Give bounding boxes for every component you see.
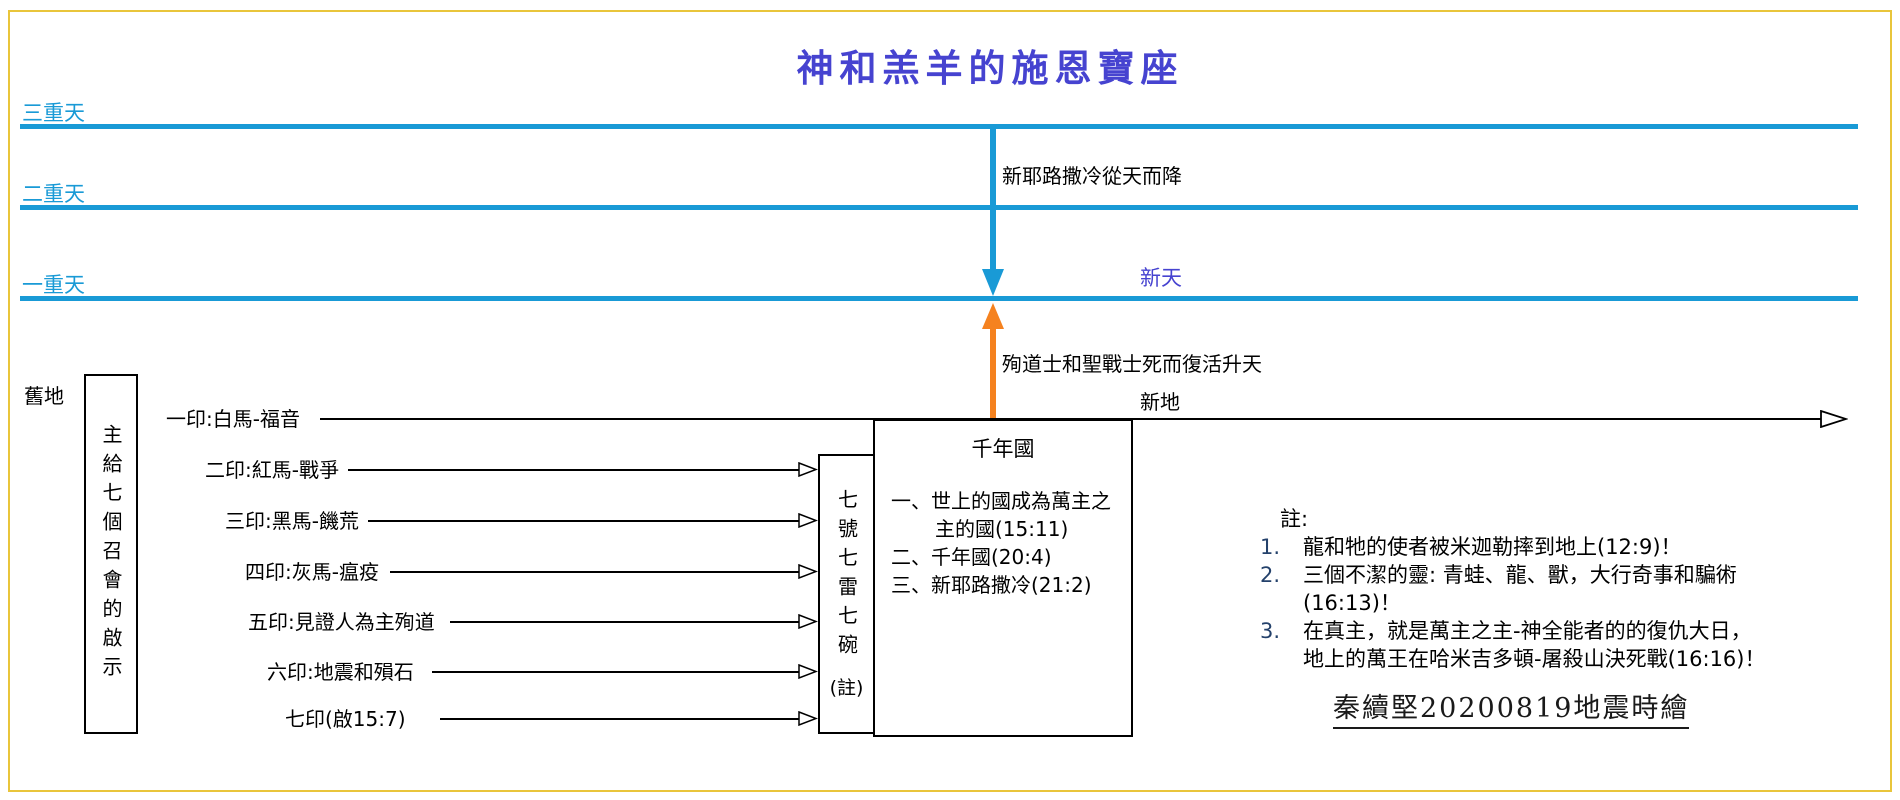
ascension-caption: 殉道士和聖戰士死而復活升天 — [1002, 352, 1262, 376]
descent-caption: 新耶路撒冷從天而降 — [1002, 164, 1182, 188]
notes-heading: 註: — [1280, 507, 1309, 531]
author-signature: 秦續堅20200819地震時繪 — [1333, 686, 1690, 729]
label-second-heaven: 二重天 — [22, 182, 85, 206]
line-first-heaven — [20, 296, 1858, 301]
trumpets-bowls-text: 七號七雷七碗 — [834, 488, 859, 663]
note-text: (16:13)！ — [1303, 591, 1401, 615]
ascension-arrow-stem — [990, 329, 996, 419]
seal-6-arrow-icon — [798, 664, 818, 679]
millennium-list: 一、世上的國成為萬主之 主的國(15:11) 二、千年國(20:4) 三、新耶路… — [891, 487, 1111, 599]
seal-6-line — [432, 671, 799, 673]
seal-5-label: 五印:見證人為主殉道 — [248, 610, 435, 634]
timeline-arrow-head-icon — [1820, 410, 1848, 428]
seal-5-arrow-icon — [798, 614, 818, 629]
millennium-item: 三、新耶路撒冷(21:2) — [891, 573, 1092, 597]
seven-churches-box: 主給七個召會的啟示 — [84, 374, 138, 734]
seal-7-line — [440, 718, 799, 720]
seven-churches-text: 主給七個召會的啟示 — [99, 423, 123, 685]
seal-4-line — [390, 571, 799, 573]
seal-5-line — [450, 621, 799, 623]
label-first-heaven: 一重天 — [22, 273, 85, 297]
old-earth-label: 舊地 — [24, 384, 64, 408]
millennium-item: 二、千年國(20:4) — [891, 545, 1052, 569]
seal-2-arrow-icon — [798, 462, 818, 477]
line-second-heaven — [20, 205, 1858, 210]
new-earth-label: 新地 — [1140, 390, 1180, 414]
seal-4-label: 四印:灰馬-瘟疫 — [245, 560, 379, 584]
new-heaven-label: 新天 — [1140, 266, 1182, 290]
note-number: 1. — [1260, 535, 1281, 559]
seal-7-arrow-icon — [798, 711, 818, 726]
note-text: 在真主，就是萬主之主-神全能者的的復仇大日， — [1303, 619, 1752, 643]
seal-7-label: 七印(啟15:7) — [285, 707, 406, 731]
millennium-item: 主的國(15:11) — [935, 517, 1069, 541]
gold-frame-border — [8, 10, 1892, 792]
seal-2-line — [348, 469, 799, 471]
seal-4-arrow-icon — [798, 564, 818, 579]
note-text: 地上的萬王在哈米吉多頓-屠殺山決死戰(16:16)！ — [1303, 647, 1766, 671]
note-number: 3. — [1260, 619, 1281, 643]
seal-2-label: 二印:紅馬-戰爭 — [205, 458, 339, 482]
seal-6-label: 六印:地震和殞石 — [267, 660, 414, 684]
seal-3-arrow-icon — [798, 513, 818, 528]
seal-3-line — [368, 520, 799, 522]
note-text: 龍和牠的使者被米迦勒摔到地上(12:9)！ — [1303, 535, 1682, 559]
descent-arrow-stem — [990, 129, 996, 270]
label-third-heaven: 三重天 — [22, 101, 85, 125]
trumpets-bowls-box: 七號七雷七碗 (註) — [818, 454, 875, 734]
note-number: 2. — [1260, 563, 1281, 587]
ascension-arrow-head-icon — [982, 303, 1004, 329]
seal-1-label: 一印:白馬-福音 — [166, 407, 300, 431]
millennium-title: 千年國 — [971, 437, 1035, 461]
line-third-heaven — [20, 124, 1858, 129]
seal-3-label: 三印:黑馬-饑荒 — [225, 509, 359, 533]
page-title: 神和羔羊的施恩寶座 — [796, 46, 1184, 90]
millennium-item: 一、世上的國成為萬主之 — [891, 489, 1111, 513]
note-text: 三個不潔的靈: 青蛙、龍、獸，大行奇事和騙術 — [1303, 563, 1737, 587]
descent-arrow-head-icon — [982, 269, 1004, 296]
millennium-box: 千年國 一、世上的國成為萬主之 主的國(15:11) 二、千年國(20:4) 三… — [873, 419, 1133, 737]
trumpets-bowls-note-ref: (註) — [829, 676, 864, 699]
